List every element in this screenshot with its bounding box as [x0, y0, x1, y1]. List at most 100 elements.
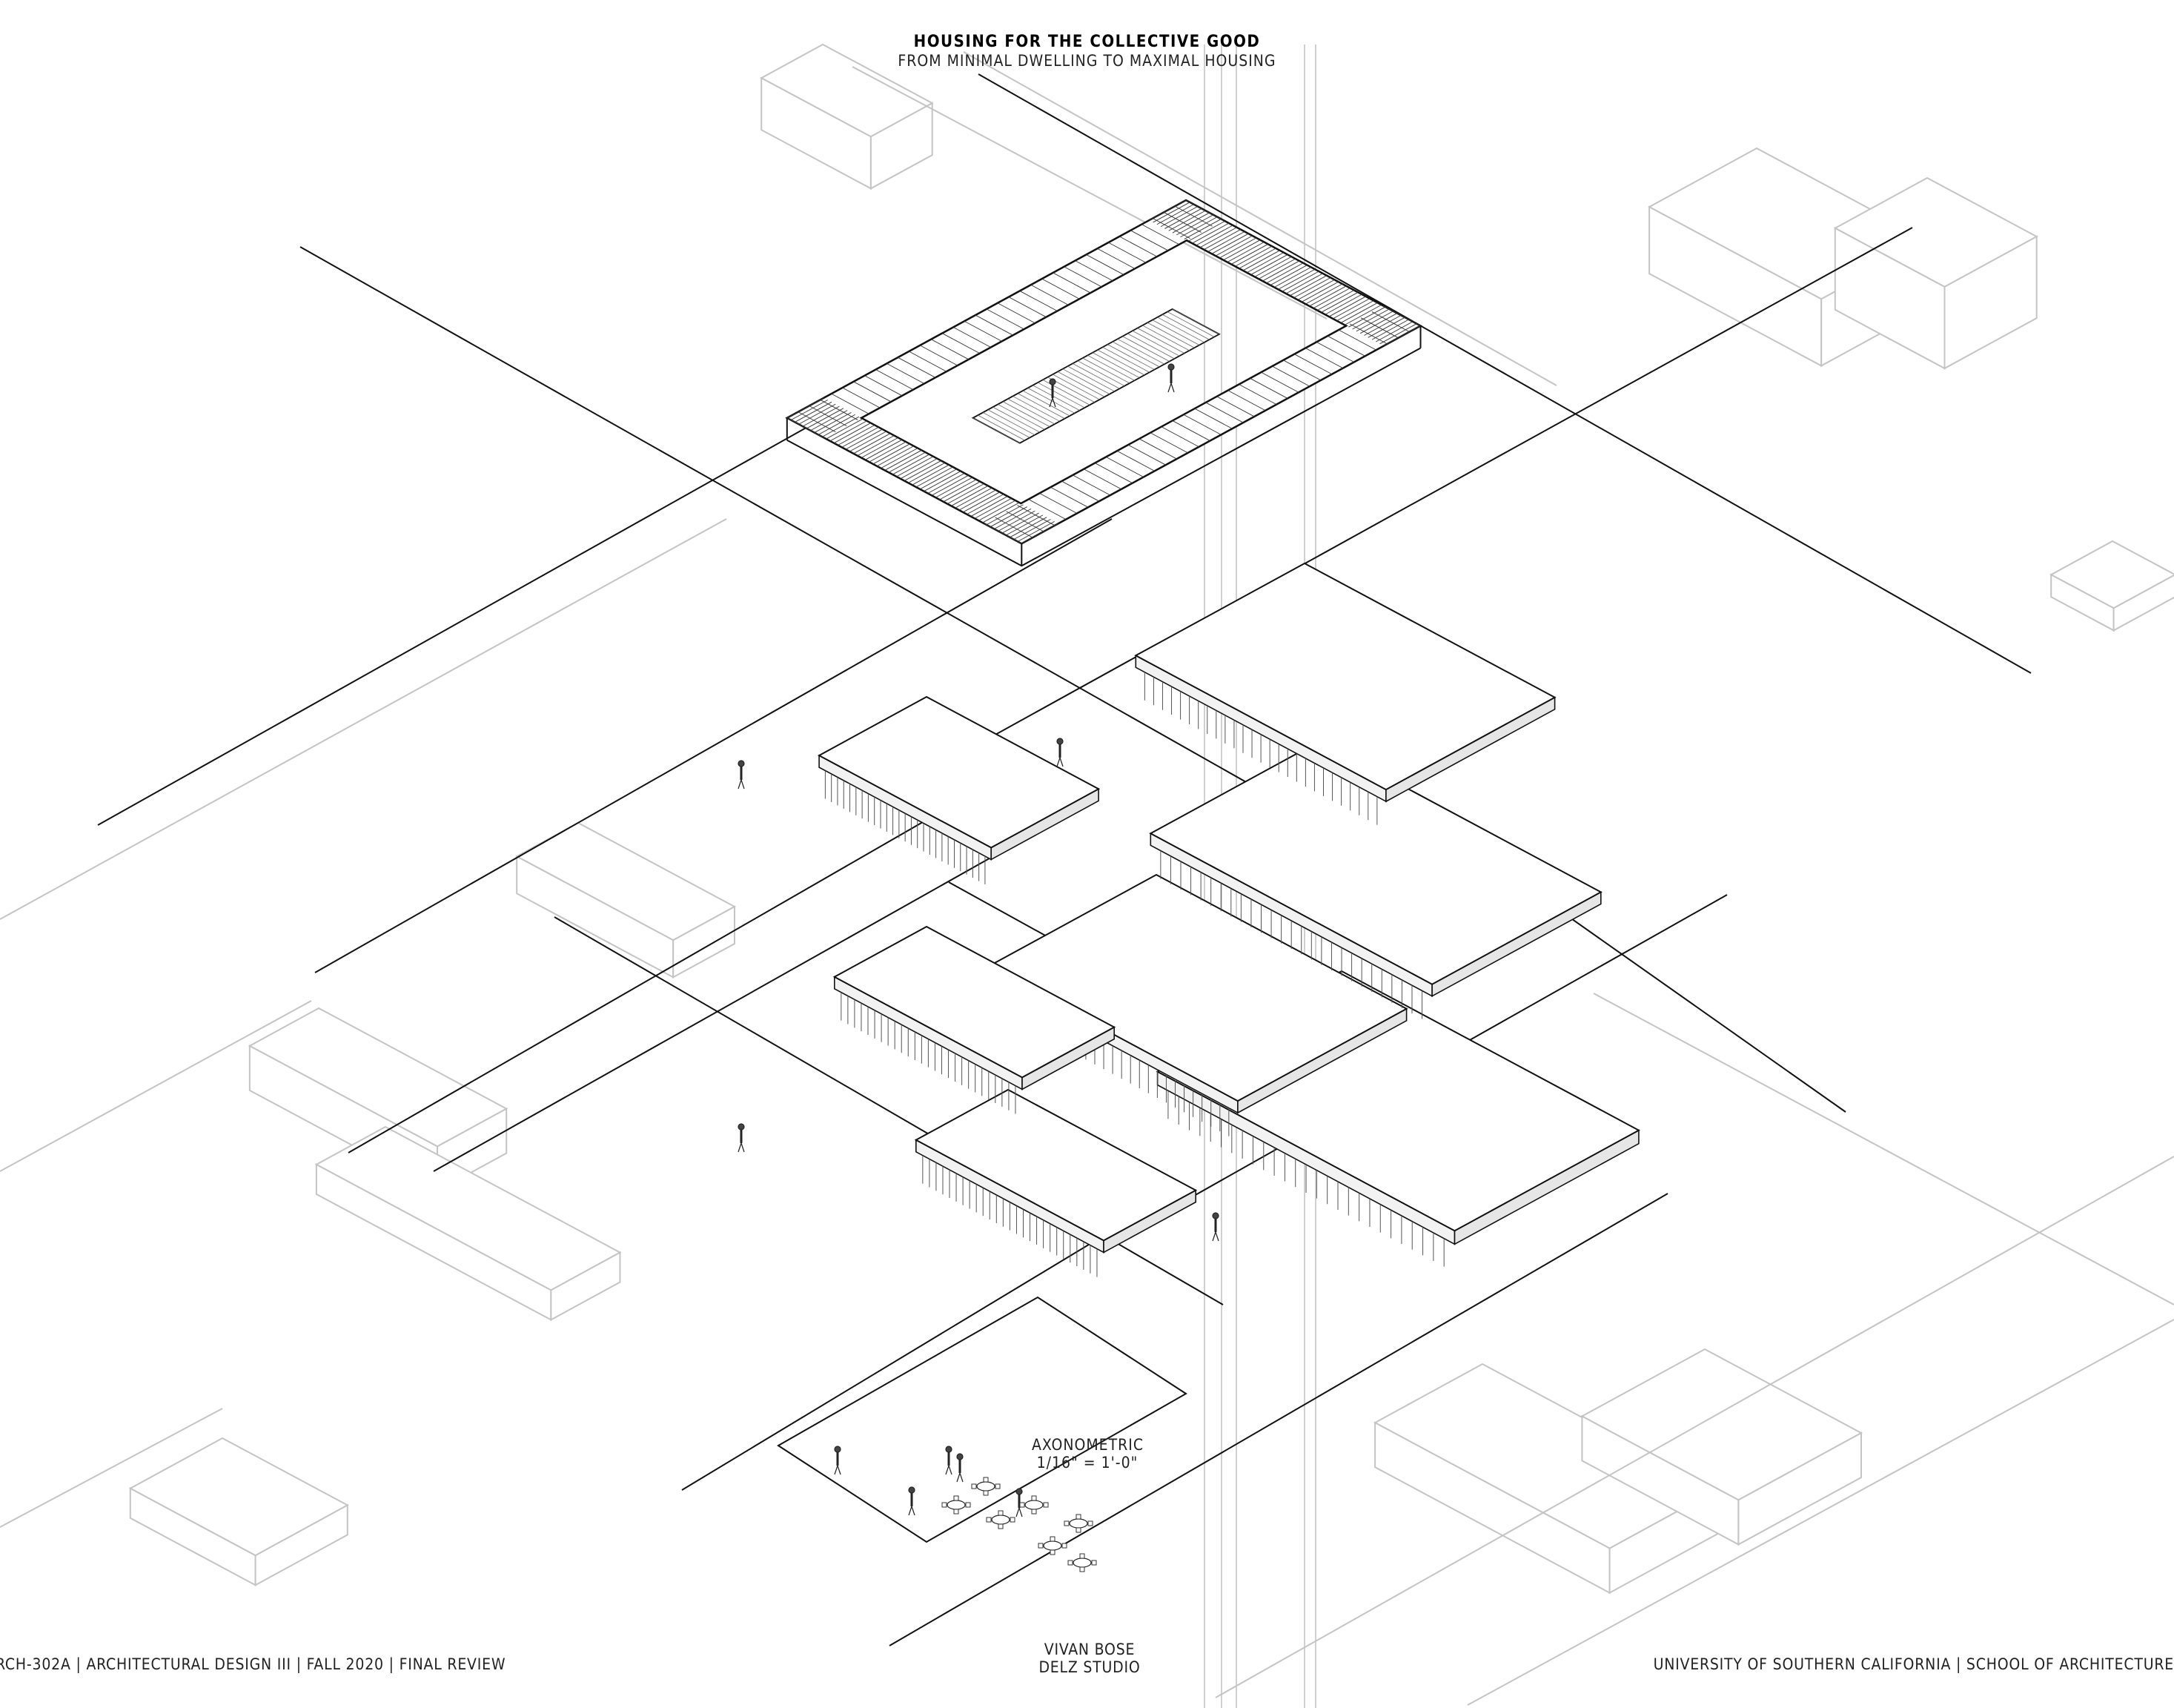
context-block-west-face-b: [672, 905, 735, 979]
roof-ring-slat-c-9: [1086, 254, 1124, 275]
roof-ring-slat-a-60: [1383, 325, 1421, 347]
roof-ring-slat-b-56: [1005, 514, 1044, 536]
roof-ring-slat-b-17: [853, 433, 891, 454]
roof-ring-slat-b-41: [947, 483, 984, 505]
roof-ring-slat-a-34: [1282, 271, 1319, 292]
roof-ring-slat-b-51: [986, 504, 1024, 526]
roof-ring-slat-b-3: [798, 403, 836, 425]
roof-ring-slat-c-24: [919, 345, 958, 366]
roof-ring-slat-b-34: [919, 469, 958, 490]
cafe-table-5-top: [1069, 1518, 1088, 1529]
roof-ring-slat-d-3: [1349, 323, 1388, 345]
roof-ring-slat-b-28: [896, 456, 934, 477]
roof-ring-slat-d-16: [1205, 402, 1244, 423]
roof-ring-slat-b-6: [810, 410, 848, 431]
cafe-table-0: [941, 1495, 971, 1515]
level-1-slab-west: [914, 1088, 1198, 1277]
cafe-table-6: [1067, 1553, 1097, 1572]
roof-ring-slat-a-25: [1246, 252, 1285, 274]
person-figure-6: [1015, 1488, 1023, 1517]
roof-ring-slat-d-10: [1272, 365, 1310, 387]
walkway-rail-27: [1037, 382, 1085, 408]
roof-ring-slat-c-32: [831, 393, 869, 414]
context-block-east-3-face-b: [2112, 574, 2174, 632]
roof-ring: [785, 199, 1423, 567]
walkway-rail-4: [1152, 320, 1200, 345]
walkway-rail-23: [1057, 371, 1105, 397]
cafe-table-2-chair-2: [998, 1510, 1004, 1516]
context-block-south-strip-face-b: [550, 1251, 621, 1322]
roof-ring-slat-a-21: [1230, 243, 1268, 265]
person-figure-9-leg-r: [1059, 757, 1064, 767]
roof-ring-slat-d-18: [1183, 414, 1222, 435]
roof-ring-slat-a-38: [1297, 279, 1335, 300]
roof-ring-slat-c-36: [786, 417, 825, 439]
scale-label: AXONOMETRIC 1/16" = 1'-0": [1032, 1436, 1143, 1472]
roof-ring-slat-a-57: [1371, 319, 1409, 340]
roof-ring-slat-a-37: [1293, 277, 1331, 299]
roof-ring-slat-d-26: [1094, 463, 1133, 484]
level-2-slab-west-top: [832, 925, 1116, 1079]
roof-ring-slat-a-45: [1325, 294, 1362, 315]
roof-ring-slat-a-36: [1290, 275, 1328, 297]
axis-line-8: [348, 785, 987, 1153]
roof-ring-slat-b-16: [849, 431, 887, 452]
roof-ring-slat-c-6: [1119, 236, 1158, 257]
cafe-table-3-chair-0: [1019, 1502, 1025, 1508]
roof-ring-slat-c-34: [809, 406, 847, 426]
walkway-rail-38: [982, 412, 1030, 438]
roof-ring-slat-a-39: [1301, 281, 1339, 302]
person-figure-1-leg-l: [1167, 383, 1172, 393]
level-2-slab-east-top: [1149, 740, 1603, 985]
roof-ring-slat-a-8: [1180, 216, 1218, 238]
roof-ring-slat-c-11: [1064, 266, 1102, 288]
roof-ring-slat-a-7: [1176, 214, 1214, 236]
person-figure-8: [738, 1123, 745, 1153]
cafe-table-0-chair-2: [953, 1495, 959, 1501]
cafe-table-4-chair-3: [1050, 1549, 1055, 1555]
roof-walkway: [971, 308, 1221, 444]
roof-ring-slat-a-29: [1262, 260, 1300, 282]
roof-ring-slat-d-30: [1050, 486, 1089, 508]
walkway-rail-24: [1053, 374, 1100, 400]
roof-ring-slat-d-17: [1194, 408, 1233, 429]
roof-ring-slat-a-43: [1316, 290, 1355, 311]
level-3-slab-west-top: [817, 695, 1101, 849]
cafe-table-3-chair-1: [1043, 1502, 1049, 1508]
cafe-table-2: [986, 1510, 1015, 1529]
person-figure-4-leg-l: [945, 1465, 950, 1475]
context-edge-6: [963, 51, 1557, 386]
roof-ring-slat-a-15: [1207, 231, 1245, 252]
roof-ring-slat-d-5: [1327, 335, 1365, 357]
person-figure-0-head: [1049, 378, 1056, 385]
person-figure-6-leg-r: [1018, 1507, 1023, 1517]
roof-ring-slat-a-55: [1364, 314, 1402, 336]
roof-ring-slat-d-31: [1039, 492, 1078, 514]
cafe-table-1-chair-2: [983, 1477, 989, 1483]
roof-ring-slat-b-30: [904, 460, 941, 481]
roof-ring-slat-b-22: [872, 443, 910, 465]
studio-name: DELZ STUDIO: [1038, 1658, 1141, 1676]
person-figure-7: [1212, 1212, 1219, 1242]
roof-ring-slat-a-20: [1227, 242, 1265, 263]
roof-ring-slat-a-5: [1168, 210, 1206, 231]
cafe-table-3: [1019, 1495, 1049, 1515]
roof-ring-slat-b-19: [861, 437, 898, 458]
roof-ring-slat-b-37: [931, 474, 969, 496]
person-figure-3-head: [834, 1446, 841, 1453]
roof-ring-slat-a-1: [1153, 202, 1190, 223]
cafe-table-0-top: [947, 1500, 966, 1510]
roof-ring-slat-c-4: [1141, 224, 1180, 245]
axis-line-3: [889, 227, 1913, 794]
roof-ring-slat-a-6: [1172, 212, 1210, 234]
roof-ring-slat-b-15: [845, 428, 883, 450]
roof-ring-slat-b-52: [990, 506, 1027, 528]
roof-ring-slat-a-40: [1305, 283, 1343, 305]
roof-ring-slat-b-32: [912, 464, 950, 486]
roof-ring-slat-a-22: [1235, 245, 1273, 267]
roof-ring-slat-b-24: [881, 448, 918, 469]
roof-ring-slat-b-1: [790, 400, 828, 421]
context-edge-2: [0, 1408, 223, 1528]
author-name: VIVAN BOSE: [1044, 1641, 1136, 1658]
context-block-east-2-face-b: [1943, 235, 2038, 370]
